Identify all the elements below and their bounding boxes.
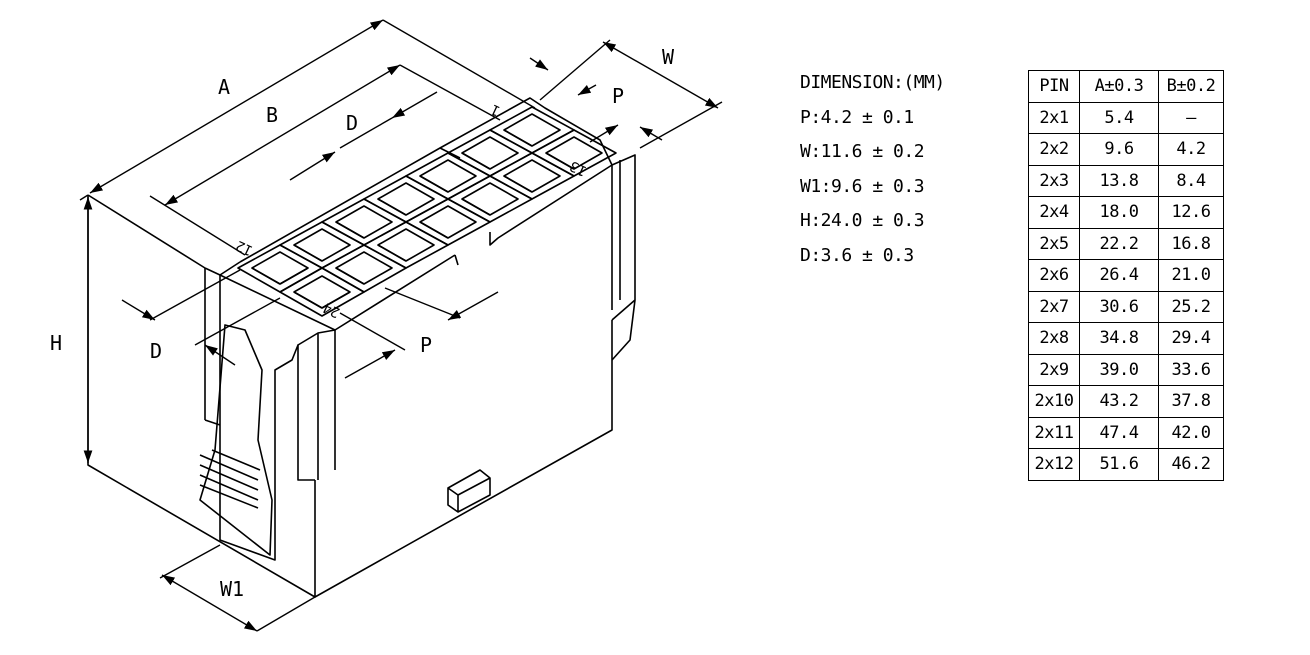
cell-pin: 2x12	[1028, 448, 1080, 481]
cell-a: 30.6	[1079, 290, 1159, 323]
cell-b: 8.4	[1158, 164, 1224, 197]
label-h: H	[50, 331, 62, 355]
body-front-face	[314, 320, 613, 598]
cell-b: –	[1158, 101, 1224, 134]
dimension-item: D:3.6 ± 0.3	[800, 244, 914, 266]
cell-b: 25.2	[1158, 290, 1224, 323]
cell-a: 43.2	[1079, 385, 1159, 418]
latch-arm	[199, 324, 273, 556]
dimension-item: W:11.6 ± 0.2	[800, 141, 925, 162]
dimension-title: DIMENSION:(MM)	[800, 72, 945, 93]
cell-b: 21.0	[1158, 259, 1224, 292]
latch-ribs	[199, 449, 261, 509]
cell-a: 39.0	[1079, 353, 1159, 386]
label-b: B	[266, 103, 278, 127]
cell-b: 16.8	[1158, 227, 1224, 260]
cell-pin: 2x5	[1028, 227, 1080, 260]
dim-d-left-line	[121, 299, 156, 321]
cell-a: 26.4	[1079, 259, 1159, 292]
pin-label-24: 24	[321, 299, 343, 321]
label-d-left: D	[150, 339, 162, 363]
front-wall	[204, 261, 336, 480]
cell-b: 33.6	[1158, 353, 1224, 386]
cell-pin: 2x8	[1028, 322, 1080, 355]
cell-pin: 2x6	[1028, 259, 1080, 292]
label-a: A	[218, 75, 230, 99]
top-face-outline	[219, 97, 613, 331]
cell-a: 47.4	[1079, 416, 1159, 449]
label-w: W	[662, 45, 675, 69]
cell-pin: 2x3	[1028, 164, 1080, 197]
header-pin: PIN	[1028, 70, 1080, 103]
cell-b: 12.6	[1158, 196, 1224, 229]
dim-p-mid-line	[344, 349, 396, 379]
cell-a: 34.8	[1079, 322, 1159, 355]
dim-p-top-line	[529, 57, 549, 71]
dim-d-top-line	[289, 151, 336, 181]
cell-b: 4.2	[1158, 133, 1224, 166]
cell-pin: 2x10	[1028, 385, 1080, 418]
label-p-mid: P	[420, 333, 432, 357]
right-latch	[611, 154, 636, 361]
body-top-edge	[87, 194, 206, 269]
pin-label-12: 12	[234, 237, 256, 259]
dim-w1-line	[161, 574, 258, 632]
connector-drawing: A B D P W H D P W1 12 13 24 1	[50, 19, 723, 632]
pin-label-1: 1	[489, 101, 503, 119]
cell-pin: 2x1	[1028, 101, 1080, 134]
dim-a-line	[89, 19, 384, 194]
cell-b: 37.8	[1158, 385, 1224, 418]
dimension-item: P:4.2 ± 0.1	[800, 106, 914, 128]
dimension-spec-list: DIMENSION:(MM) P:4.2 ± 0.1 W:11.6 ± 0.2 …	[800, 66, 945, 273]
cell-b: 42.0	[1158, 416, 1224, 449]
lock-window	[447, 469, 491, 513]
cell-a: 5.4	[1079, 101, 1159, 134]
cell-pin: 2x9	[1028, 353, 1080, 386]
cell-a: 22.2	[1079, 227, 1159, 260]
cell-pin: 2x2	[1028, 133, 1080, 166]
cell-a: 13.8	[1079, 164, 1159, 197]
table-header-row: PIN A±0.3 B±0.2	[1028, 70, 1224, 103]
label-w1: W1	[220, 577, 244, 601]
pin-label-13: 13	[567, 157, 589, 179]
header-b: B±0.2	[1158, 70, 1224, 103]
cell-pin: 2x4	[1028, 196, 1080, 229]
label-d-top: D	[346, 111, 358, 135]
cell-pin: 2x7	[1028, 290, 1080, 323]
cell-pin: 2x11	[1028, 416, 1080, 449]
dim-w-line	[602, 41, 719, 109]
dim-b-line	[164, 64, 401, 206]
cell-a: 9.6	[1079, 133, 1159, 166]
header-a: A±0.3	[1079, 70, 1159, 103]
cell-b: 46.2	[1158, 448, 1224, 481]
label-p-top: P	[612, 84, 624, 108]
body-left-face	[87, 195, 316, 598]
cell-a: 51.6	[1079, 448, 1159, 481]
cavity-grid	[237, 106, 617, 317]
cell-b: 29.4	[1158, 322, 1224, 355]
cell-a: 18.0	[1079, 196, 1159, 229]
dimension-item: H:24.0 ± 0.3	[800, 210, 925, 231]
dimension-item: W1:9.6 ± 0.3	[800, 175, 925, 197]
